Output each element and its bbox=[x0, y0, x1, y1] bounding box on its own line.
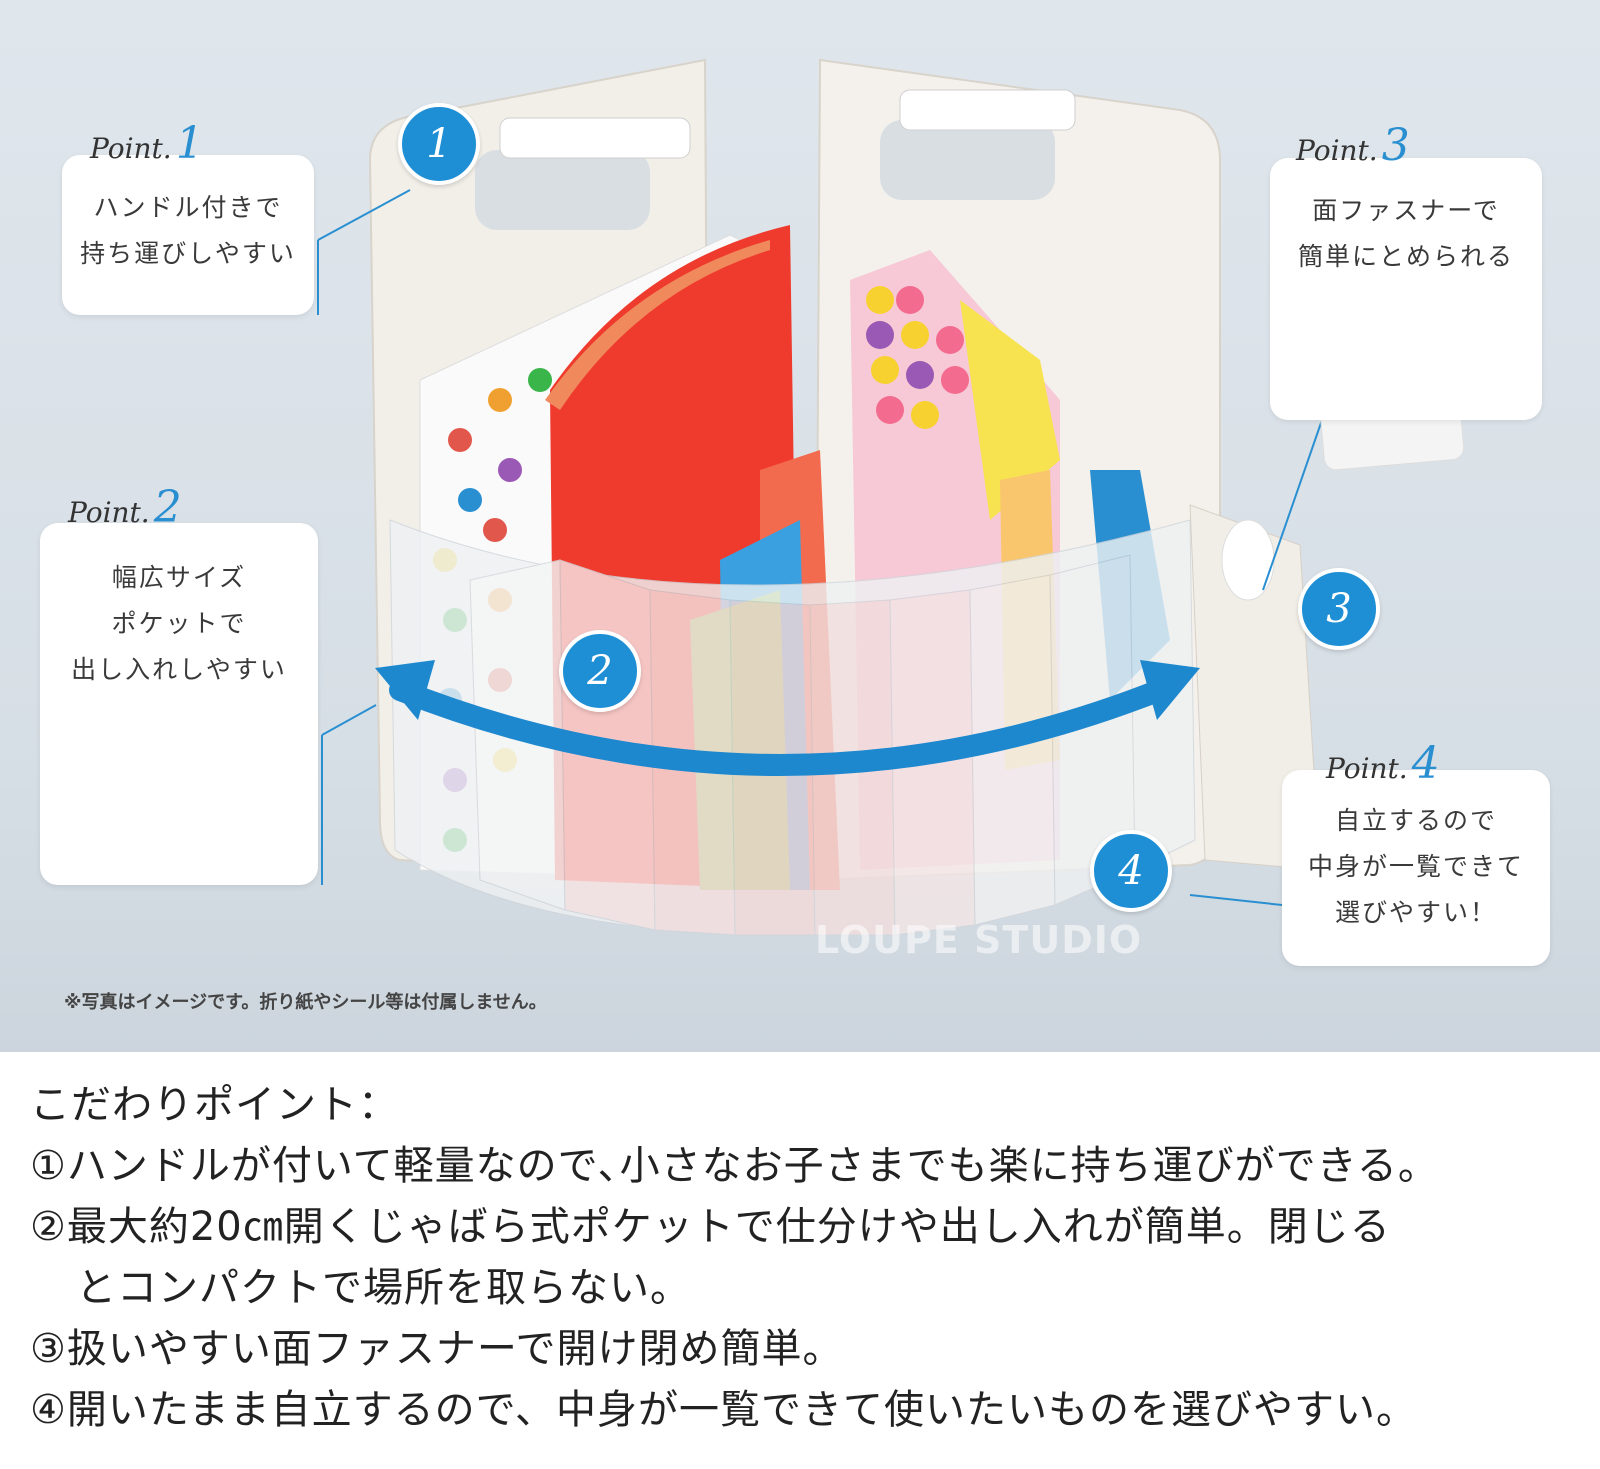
point-4-callout: 自立するので 中身が一覧できて 選びやすい！ bbox=[1282, 770, 1550, 966]
point-3-line-1: 面ファスナーで bbox=[1312, 196, 1500, 225]
point-2-label-text: Point. bbox=[68, 496, 150, 529]
arrow-head-right bbox=[1140, 660, 1200, 720]
point-4-line-2: 中身が一覧できて bbox=[1307, 852, 1524, 881]
point-4-line-1: 自立するので bbox=[1334, 806, 1497, 835]
point-4-line-3: 選びやすい！ bbox=[1334, 898, 1497, 927]
feature-list: こだわりポイント： ①ハンドルが付いて軽量なので､小さなお子さまでも楽に持ち運び… bbox=[30, 1075, 1590, 1441]
point-4-label: Point.4 bbox=[1326, 738, 1440, 789]
left-handle-hole bbox=[475, 150, 650, 230]
point-2-callout: 幅広サイズ ポケットで 出し入れしやすい bbox=[40, 523, 318, 885]
point-3-number: 3 bbox=[1381, 120, 1410, 171]
right-handle-grip bbox=[899, 89, 1076, 131]
point-1-label: Point.1 bbox=[90, 118, 204, 169]
badge-4: 4 bbox=[1090, 830, 1172, 912]
point-1-line-1: ハンドル付きで bbox=[93, 193, 283, 222]
flower-stickers bbox=[866, 286, 969, 429]
arrow-head-left bbox=[375, 660, 435, 720]
feature-item-2-cont: とコンパクトで場所を取らない。 bbox=[76, 1265, 691, 1311]
point-2-number: 2 bbox=[153, 482, 182, 533]
point-2-label: Point.2 bbox=[68, 482, 182, 533]
point-1-label-text: Point. bbox=[90, 132, 172, 165]
point-2-line-2: ポケットで bbox=[111, 609, 247, 638]
expand-arrow bbox=[389, 679, 1171, 776]
point-3-label-text: Point. bbox=[1296, 134, 1378, 167]
point-2-line-1: 幅広サイズ bbox=[111, 563, 247, 592]
point-2-line-3: 出し入れしやすい bbox=[71, 655, 287, 684]
feature-heading: こだわりポイント： bbox=[30, 1082, 399, 1128]
point-1-line-2: 持ち運びしやすい bbox=[80, 239, 296, 268]
disclaimer-note: ※写真はイメージです。折り紙やシール等は付属しません。 bbox=[64, 992, 547, 1013]
feature-item-3: ③扱いやすい面ファスナーで開け閉め簡単。 bbox=[30, 1326, 844, 1372]
point-1-callout: ハンドル付きで 持ち運びしやすい bbox=[62, 155, 314, 315]
point-3-callout: 面ファスナーで 簡単にとめられる bbox=[1270, 158, 1542, 420]
watermark: LOUPE STUDIO bbox=[815, 918, 1143, 962]
product-photo: ハンドル付きで 持ち運びしやすい Point.1 幅広サイズ ポケットで 出し入… bbox=[0, 0, 1600, 1052]
feature-item-1: ①ハンドルが付いて軽量なので､小さなお子さまでも楽に持ち運びができる。 bbox=[30, 1143, 1439, 1189]
badge-3: 3 bbox=[1298, 568, 1380, 650]
badge-1: 1 bbox=[398, 103, 480, 185]
left-handle-grip bbox=[499, 117, 691, 159]
point-1-number: 1 bbox=[175, 118, 204, 169]
point-4-number: 4 bbox=[1411, 738, 1440, 789]
point-3-label: Point.3 bbox=[1296, 120, 1410, 171]
badge-2: 2 bbox=[559, 630, 641, 712]
velcro-patch bbox=[1221, 519, 1275, 601]
point-3-line-2: 簡単にとめられる bbox=[1297, 242, 1514, 271]
right-handle-hole bbox=[880, 120, 1055, 200]
feature-item-2: ②最大約20㎝開くじゃばら式ポケットで仕分けや出し入れが簡単。閉じる bbox=[30, 1204, 1391, 1250]
point-4-label-text: Point. bbox=[1326, 752, 1408, 785]
feature-item-4: ④開いたまま自立するので、中身が一覧できて使いたいものを選びやすい。 bbox=[30, 1387, 1418, 1433]
